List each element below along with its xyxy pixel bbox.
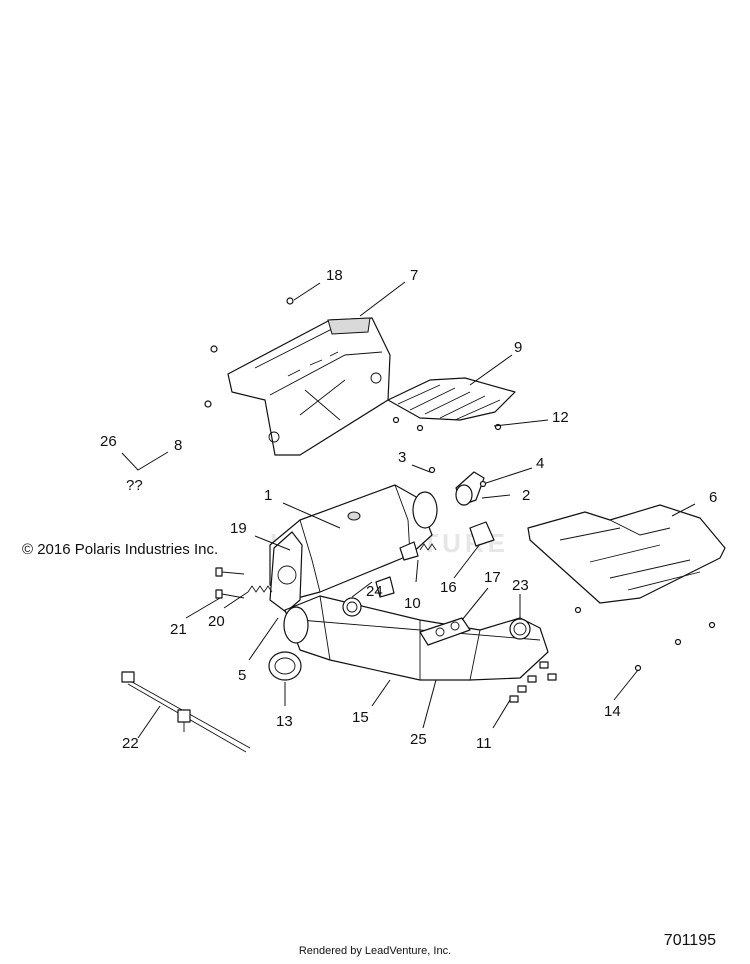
- callout-15: 15: [352, 709, 369, 726]
- leader-lines: [121, 281, 696, 739]
- part-isolator-10[interactable]: [399, 541, 419, 561]
- callout-2: 2: [522, 487, 530, 504]
- callout-14: 14: [604, 703, 621, 720]
- callout-6: 6: [709, 489, 717, 506]
- callout-7: 7: [410, 267, 418, 284]
- rendered-by-credit: Rendered by LeadVenture, Inc.: [298, 945, 452, 957]
- part-skid-shield[interactable]: [527, 504, 726, 604]
- part-manifold-gasket[interactable]: [419, 617, 471, 646]
- callout-19: 19: [230, 520, 247, 537]
- part-corrugated-shield[interactable]: [387, 377, 516, 421]
- part-cable-tie[interactable]: [121, 671, 251, 753]
- callout-4: 4: [536, 455, 544, 472]
- part-gasket-ring[interactable]: [509, 618, 531, 640]
- callout-21: 21: [170, 621, 187, 638]
- callout-unknown: ??: [126, 477, 143, 494]
- part-tailpipe-tip[interactable]: [455, 471, 485, 506]
- part-exhaust-pipe[interactable]: [283, 595, 549, 681]
- part-fasteners-11[interactable]: [509, 661, 557, 703]
- callout-3: 3: [398, 449, 406, 466]
- part-screws[interactable]: [204, 297, 716, 672]
- callout-1: 1: [264, 487, 272, 504]
- diagram-number: 701195: [663, 932, 716, 949]
- callout-16: 16: [440, 579, 457, 596]
- callout-5: 5: [238, 667, 246, 684]
- callout-8: 8: [174, 437, 182, 454]
- part-muffler[interactable]: [269, 484, 438, 601]
- callout-20: 20: [208, 613, 225, 630]
- part-ring[interactable]: [342, 597, 362, 617]
- callout-13: 13: [276, 713, 293, 730]
- callout-9: 9: [514, 339, 522, 356]
- callout-17: 17: [484, 569, 501, 586]
- callout-18: 18: [326, 267, 343, 284]
- part-bolt-21[interactable]: [215, 567, 245, 599]
- part-spring-10[interactable]: [419, 543, 437, 551]
- callout-11: 11: [476, 735, 492, 752]
- part-spring-20[interactable]: [247, 585, 273, 593]
- callout-10: 10: [404, 595, 421, 612]
- callout-24: 24: [366, 583, 383, 600]
- part-isolator-24[interactable]: [375, 576, 395, 598]
- copyright-notice: © 2016 Polaris Industries Inc.: [22, 541, 219, 558]
- callout-26: 26: [100, 433, 117, 450]
- callout-23: 23: [512, 577, 529, 594]
- callout-12: 12: [552, 409, 569, 426]
- part-end-cap[interactable]: [269, 531, 303, 613]
- callout-22: 22: [122, 735, 139, 752]
- callout-labels: 18 7 9 12 26 8 ?? 3 4 2 1 6 19 17 23 16 …: [100, 267, 717, 752]
- part-isolator-16[interactable]: [469, 521, 495, 547]
- callout-25: 25: [410, 731, 427, 748]
- part-heat-shield-upper[interactable]: [227, 317, 391, 456]
- part-grommet[interactable]: [268, 651, 302, 681]
